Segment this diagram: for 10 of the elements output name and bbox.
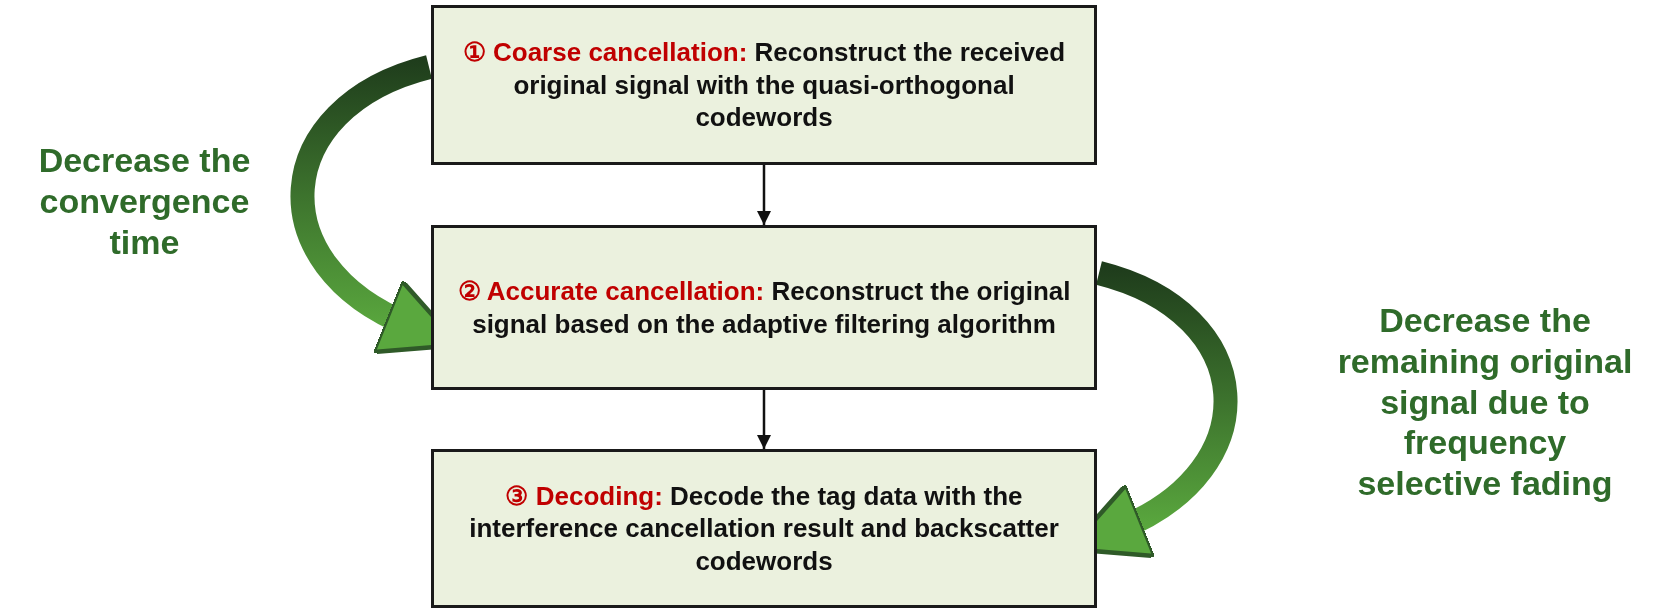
- edge-label: Decrease the convergence time: [37, 140, 252, 263]
- edge-label: Decrease the remaining original signal due to frequency selective fading: [1336, 300, 1634, 504]
- step-description: ③ Decoding: Decode the tag data with the interference cancellation result and backscatter codewords: [468, 479, 1060, 578]
- arrow: [757, 165, 771, 225]
- step-description: ① Coarse cancellation: Reconstruct the received original signal with the quasi-orthogonal codewords: [461, 36, 1067, 134]
- process-box: [431, 225, 1097, 390]
- step-description: ② Accurate cancellation: Reconstruct the original signal based on the adaptive filtering algorithm: [456, 275, 1072, 340]
- process-box: [431, 5, 1097, 165]
- arrow: [757, 390, 771, 449]
- process-box: [431, 449, 1097, 608]
